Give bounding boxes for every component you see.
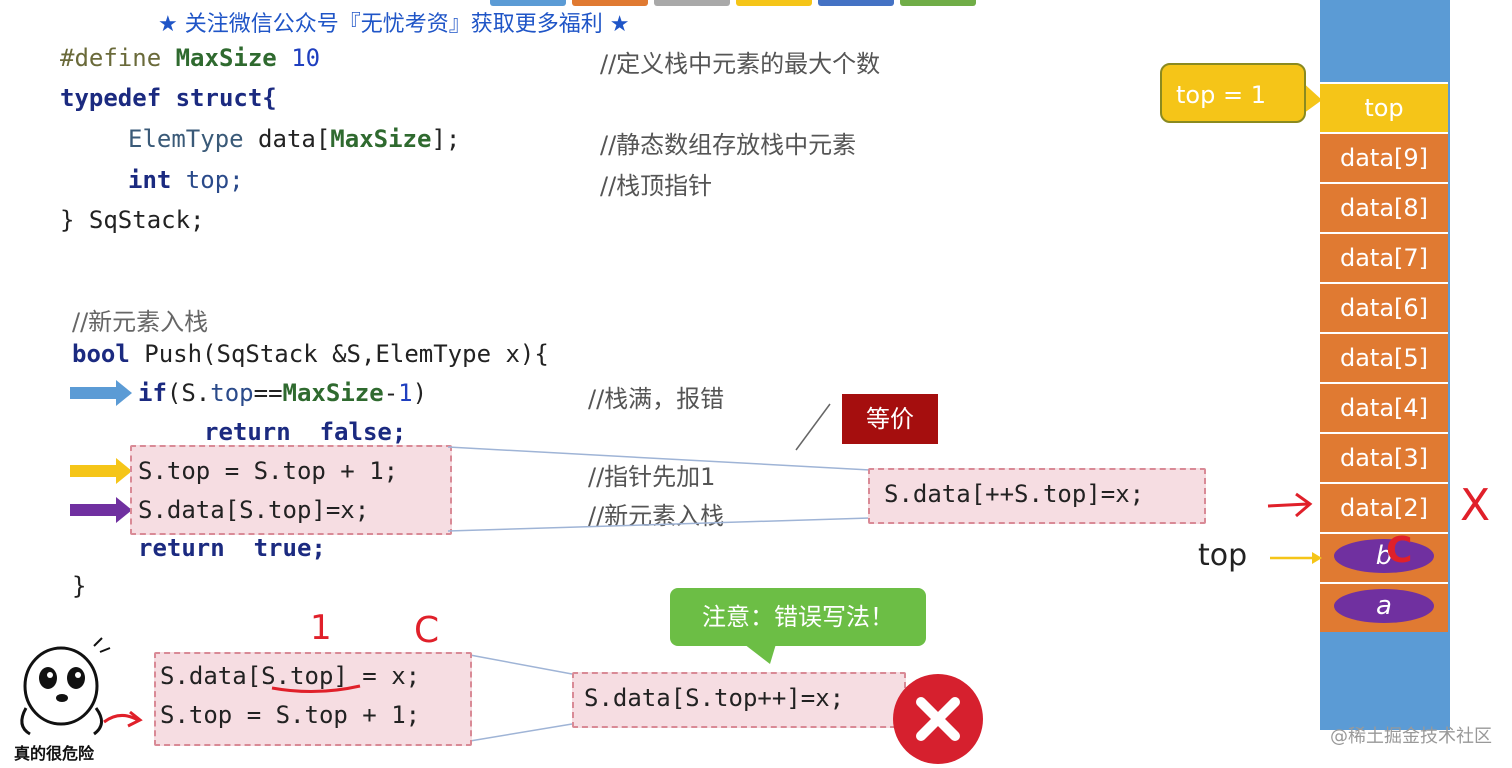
red-arrow-data2-icon xyxy=(1267,492,1313,518)
struct-top-comment: //栈顶指针 xyxy=(600,172,713,200)
equivalent-code: S.data[++S.top]=x; xyxy=(884,480,1145,508)
x-mark-icon xyxy=(916,697,960,741)
tab-yellow xyxy=(736,0,812,6)
struct-data-comment: //静态数组存放栈中元素 xyxy=(600,131,857,159)
handwritten-mark-1: 1 xyxy=(310,608,332,648)
wrong-order-line1: S.data[S.top] = x; xyxy=(160,662,421,690)
stack-cell-6: data[6] xyxy=(1320,282,1448,332)
stack-cell-5: data[5] xyxy=(1320,332,1448,382)
tab-green xyxy=(900,0,976,6)
push-comment: //新元素入栈 xyxy=(72,308,209,336)
stack-cell-7: data[7] xyxy=(1320,232,1448,282)
wrong-connector-top xyxy=(469,654,573,675)
worried-face-icon xyxy=(20,637,111,736)
wrong-order-line2: S.top = S.top + 1; xyxy=(160,701,421,729)
top-pointer-arrow-icon xyxy=(1270,552,1322,564)
define-comment: //定义栈中元素的最大个数 xyxy=(600,50,881,78)
purple-arrow-icon xyxy=(70,497,132,523)
struct-data-line: ElemType data[MaxSize]; xyxy=(128,125,461,153)
tab-orange xyxy=(572,0,648,6)
wrong-order-box xyxy=(154,652,472,746)
struct-top-line: int top; xyxy=(128,166,244,194)
push-close-brace: } xyxy=(72,572,87,600)
equiv-connector-bottom xyxy=(447,517,871,532)
define-line: #define MaxSize 10 xyxy=(60,44,321,72)
wrong-code: S.data[S.top++]=x; xyxy=(584,684,845,712)
stack-cell-2: data[2] xyxy=(1320,482,1448,532)
tab-blue xyxy=(490,0,566,6)
push-increment-line: S.top = S.top + 1; xyxy=(138,457,399,485)
tab-gray xyxy=(654,0,730,6)
wrong-code-box xyxy=(572,672,906,728)
face-caption: 真的很危险 xyxy=(14,744,95,763)
wrong-x-icon xyxy=(893,674,983,764)
stack-element-b: b xyxy=(1334,539,1434,573)
wrong-note-callout: 注意：错误写法！ xyxy=(670,588,926,646)
top-color-tabs xyxy=(490,0,990,6)
equivalent-box xyxy=(868,468,1206,524)
push-if-comment: //栈满，报错 xyxy=(588,385,725,413)
wrong-note-tail xyxy=(744,644,776,664)
watermark: @稀土掘金技术社区 xyxy=(1330,726,1492,747)
handwritten-cross-mark: X xyxy=(1460,480,1491,531)
wrong-connector-bottom xyxy=(469,723,573,742)
equiv-label-pointer xyxy=(795,403,831,451)
typedef-line: typedef struct{ xyxy=(60,84,277,112)
handwritten-mark-c: C xyxy=(414,610,440,651)
stack-element-a: a xyxy=(1334,589,1434,623)
line-pointer-arrows xyxy=(70,380,132,523)
equivalent-label: 等价 xyxy=(842,394,938,444)
handwritten-c-overlay: C xyxy=(1386,530,1413,571)
push-signature: bool Push(SqStack &S,ElemType x){ xyxy=(72,340,549,368)
push-if-line: if(S.top==MaxSize-1) xyxy=(138,379,428,407)
stack-cell-4: data[4] xyxy=(1320,382,1448,432)
red-hand-arrow-icon xyxy=(103,710,143,728)
blue-arrow-icon xyxy=(70,380,132,406)
tab-darkblue xyxy=(818,0,894,6)
yellow-arrow-icon xyxy=(70,458,132,484)
push-body-highlight xyxy=(130,445,452,535)
stack-cell-8: data[8] xyxy=(1320,182,1448,232)
promo-banner: ★ 关注微信公众号『无忧考资』获取更多福利 ★ xyxy=(158,12,630,37)
push-return-true: return true; xyxy=(138,534,326,562)
struct-close-line: } SqStack; xyxy=(60,206,205,234)
push-increment-comment: //指针先加1 xyxy=(588,463,716,491)
red-underline-mark xyxy=(271,684,361,694)
push-return-false: return false; xyxy=(204,418,407,446)
top-pointer-label: top xyxy=(1198,538,1248,573)
push-assign-line: S.data[S.top]=x; xyxy=(138,496,370,524)
stack-top-cell: top xyxy=(1320,82,1448,132)
stack-cell-9: data[9] xyxy=(1320,132,1448,182)
top-value-callout: top = 1 xyxy=(1160,63,1306,123)
stack-cell-3: data[3] xyxy=(1320,432,1448,482)
equiv-connector-top xyxy=(447,446,871,471)
